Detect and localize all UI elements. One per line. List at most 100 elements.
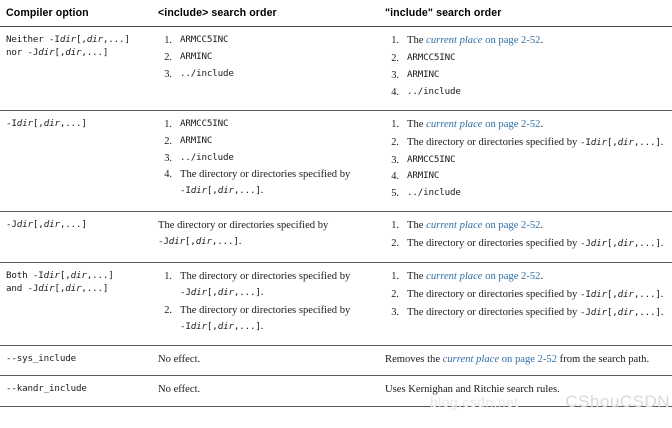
list-number: 4. xyxy=(391,171,399,183)
list-item: 4.The directory or directories specified… xyxy=(158,167,369,199)
cell-quote-search-order: 1. The current place on page 2-52. 2. ARMC… xyxy=(377,26,672,111)
cell-text: Uses Kernighan and Ritchie search rules. xyxy=(385,384,560,396)
list-item: 2.The directory or directories specified… xyxy=(385,135,664,151)
option-line: -Idir[,dir,...] xyxy=(6,117,87,129)
cell-text: The directory or directories specified b… xyxy=(158,220,329,247)
list-item-text: The directory or directories specified b… xyxy=(407,238,664,250)
cell-compiler-option: Neither -Idir[,dir,...] nor -Jdir[,dir,.… xyxy=(0,26,150,111)
list-number: 2. xyxy=(391,52,399,64)
option-line: --kandr_include xyxy=(6,383,87,395)
table-row: -Idir[,dir,...] 1. ARMCC5INC 2. ARMINC 3..… xyxy=(0,110,672,213)
list-item: 3.../include xyxy=(158,67,369,82)
page-reference[interactable]: on page 2-52 xyxy=(485,118,541,130)
list-number: 1. xyxy=(164,118,172,130)
list-number: 2. xyxy=(391,238,399,250)
list-item: 3. ARMCC5INC xyxy=(385,153,664,168)
table-body: Neither -Idir[,dir,...] nor -Jdir[,dir,.… xyxy=(0,26,672,407)
list-item: 3. The directory or directories specified… xyxy=(385,305,664,321)
list-item-text: ARMINC xyxy=(180,134,213,146)
list-number: 3. xyxy=(391,69,399,81)
ordered-list: 1.The current place on page 2-52. 2.The … xyxy=(385,117,664,202)
cell-angle-search-order: 1. ARMCC5INC 2. ARMINC 3.../include xyxy=(150,26,377,111)
list-number: 2. xyxy=(164,51,172,63)
table-row: -Jdir[,dir,...] The directory or directo… xyxy=(0,211,672,264)
cell-quote-search-order: 1.The current place on page 2-52. 2.The … xyxy=(377,211,672,264)
cell-quote-search-order: Removes the current place on page 2-52 f… xyxy=(377,345,672,377)
ordered-list: 1.The current place on page 2-52. 2.The … xyxy=(385,269,664,321)
list-item: 4.../include xyxy=(385,85,664,100)
table-row: --kandr_include No effect. Uses Kernigha… xyxy=(0,375,672,407)
cell-compiler-option: Both -Idir[,dir,...] and -Jdir[,dir,...] xyxy=(0,262,150,346)
page-reference[interactable]: on page 2-52 xyxy=(485,220,541,232)
cell-text: No effect. xyxy=(158,353,201,365)
table-header: Compiler option <include> search order "… xyxy=(0,0,672,27)
current-place-link[interactable]: current place xyxy=(426,271,483,283)
table-row: Both -Idir[,dir,...] and -Jdir[,dir,...]… xyxy=(0,262,672,346)
list-item-text: ARMCC5INC xyxy=(407,51,456,63)
list-item-text: ARMCC5INC xyxy=(407,153,456,165)
cell-compiler-option: --sys_include xyxy=(0,345,150,377)
list-number: 1. xyxy=(164,35,172,46)
list-item-text: ../include xyxy=(180,151,234,163)
list-item-text: The current place on page 2-52. xyxy=(407,35,544,46)
list-number: 3. xyxy=(391,306,399,318)
current-place-link[interactable]: current place xyxy=(426,35,483,46)
list-item: 1.The current place on page 2-52. xyxy=(385,117,664,133)
list-number: 1. xyxy=(391,271,399,283)
option-line: -Jdir[,dir,...] xyxy=(6,219,87,231)
list-item: 5.../include xyxy=(385,186,664,201)
current-place-link[interactable]: current place xyxy=(426,118,483,130)
list-item-text: The current place on page 2-52. xyxy=(407,118,544,130)
column-header-quote-include-search-order: "include" search order xyxy=(377,0,672,27)
option-line: --sys_include xyxy=(6,352,76,364)
list-item-text: ../include xyxy=(180,67,234,79)
option-line: nor -Jdir[,dir,...] xyxy=(6,47,109,59)
page-reference[interactable]: on page 2-52 xyxy=(485,35,541,46)
list-number: 2. xyxy=(391,289,399,301)
list-item-text: ARMINC xyxy=(407,170,440,182)
ordered-list: 1. The directory or directories specified… xyxy=(158,269,369,335)
list-number: 1. xyxy=(164,271,172,283)
list-item-text: ARMCC5INC xyxy=(180,34,229,45)
list-number: 3. xyxy=(391,154,399,166)
list-number: 3. xyxy=(164,152,172,164)
cell-compiler-option: -Jdir[,dir,...] xyxy=(0,211,150,264)
list-item-text: ARMINC xyxy=(180,50,213,62)
current-place-link[interactable]: current place xyxy=(442,353,500,365)
list-item: 2. ARMCC5INC xyxy=(385,51,664,66)
cell-text: Removes the current place on page 2-52 f… xyxy=(385,353,650,365)
current-place-link[interactable]: current place xyxy=(426,220,483,232)
list-number: 4. xyxy=(164,169,172,181)
list-item: 1. ARMCC5INC xyxy=(158,33,369,48)
list-item-text: ARMCC5INC xyxy=(180,117,229,129)
cell-angle-search-order: No effect. xyxy=(150,375,377,407)
header-row: Compiler option <include> search order "… xyxy=(0,0,672,27)
cell-text: No effect. xyxy=(158,384,201,396)
option-line: and -Jdir[,dir,...] xyxy=(6,283,109,295)
page-reference[interactable]: on page 2-52 xyxy=(501,353,558,365)
list-number: 5. xyxy=(391,188,399,200)
include-search-order-table: Compiler option <include> search order "… xyxy=(0,0,672,407)
list-item: 2. The directory or directories specified… xyxy=(385,236,664,252)
cell-angle-search-order: The directory or directories specified b… xyxy=(150,211,377,264)
list-number: 2. xyxy=(164,135,172,147)
list-item-text: The current place on page 2-52. xyxy=(407,271,544,283)
ordered-list: 1. ARMCC5INC 2. ARMINC 3. ../include 4.The … xyxy=(158,117,369,200)
ordered-list: 1. The current place on page 2-52. 2. ARMC… xyxy=(385,33,664,100)
list-item-text: The directory or directories specified b… xyxy=(180,271,351,299)
list-item: 2.The directory or directories specified… xyxy=(385,287,664,303)
list-number: 4. xyxy=(391,86,399,98)
cell-quote-search-order: 1.The current place on page 2-52. 2.The … xyxy=(377,262,672,346)
list-item-text: The directory or directories specified b… xyxy=(407,306,664,318)
ordered-list: 1.The current place on page 2-52. 2.The … xyxy=(385,218,664,252)
page-reference[interactable]: on page 2-52 xyxy=(485,271,541,283)
list-item: 3. ARMINC xyxy=(385,68,664,83)
list-item: 1. The current place on page 2-52. xyxy=(385,33,664,49)
table-row: Neither -Idir[,dir,...] nor -Jdir[,dir,.… xyxy=(0,26,672,111)
cell-angle-search-order: No effect. xyxy=(150,345,377,377)
list-item-text: ARMINC xyxy=(407,68,440,80)
cell-compiler-option: --kandr_include xyxy=(0,375,150,407)
column-header-compiler-option: Compiler option xyxy=(0,0,150,27)
list-number: 1. xyxy=(391,35,399,46)
